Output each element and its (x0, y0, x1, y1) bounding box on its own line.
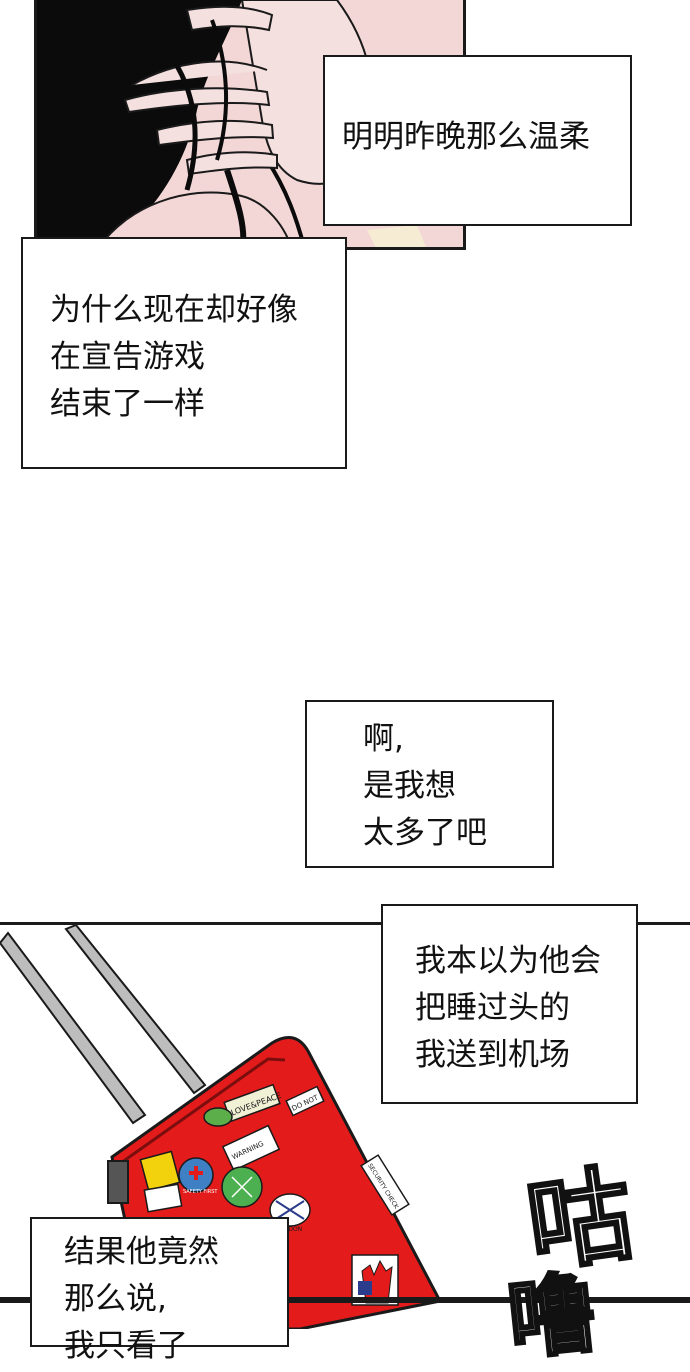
sticker-globe (221, 1166, 263, 1208)
panel-border-right (634, 922, 690, 925)
sticker-green (203, 1107, 233, 1127)
sticker-london-text: LONDON (276, 1226, 302, 1233)
caption-1-line-1: 明明昨晚那么温柔 (342, 119, 590, 155)
sticker-not-bend (143, 1183, 183, 1213)
caption-2-line-2: 在宣告游戏 (50, 339, 205, 375)
panel-border-left (0, 922, 385, 925)
caption-3-line-3: 太多了吧 (363, 815, 487, 851)
caption-4-line-1: 我本以为他会 (415, 943, 601, 979)
sticker-do-not: DO NOT (285, 1085, 325, 1117)
caption-box-1: 明明昨晚那么温柔 (323, 55, 632, 226)
caption-box-4: 我本以为他会 把睡过头的 我送到机场 (381, 904, 638, 1104)
caption-3-line-1: 啊, (363, 721, 404, 757)
caption-2-line-1: 为什么现在却好像 (50, 292, 298, 328)
caption-5-line-3: 我只看了 (64, 1328, 188, 1364)
caption-4-line-3: 我送到机场 (415, 1037, 570, 1073)
caption-3-line-2: 是我想 (363, 768, 456, 804)
sticker-statue-liberty (351, 1254, 399, 1306)
caption-5-line-1: 结果他竟然 (64, 1234, 219, 1270)
sticker-safety-first: SAFETY FIRST (178, 1157, 218, 1195)
sfx-bottom: 噜 (501, 1258, 602, 1372)
sticker-warning: WARNING (221, 1124, 281, 1172)
caption-box-3: 啊, 是我想 太多了吧 (305, 700, 554, 868)
sticker-safety-first-text: SAFETY FIRST (183, 1189, 218, 1195)
caption-5-line-2: 那么说, (64, 1281, 167, 1317)
caption-box-5: 结果他竟然 那么说, 我只看了 (30, 1217, 289, 1364)
caption-box-2: 为什么现在却好像 在宣告游戏 结束了一样 (21, 237, 347, 469)
caption-2-line-3: 结束了一样 (50, 386, 205, 422)
caption-4-line-2: 把睡过头的 (415, 990, 570, 1026)
